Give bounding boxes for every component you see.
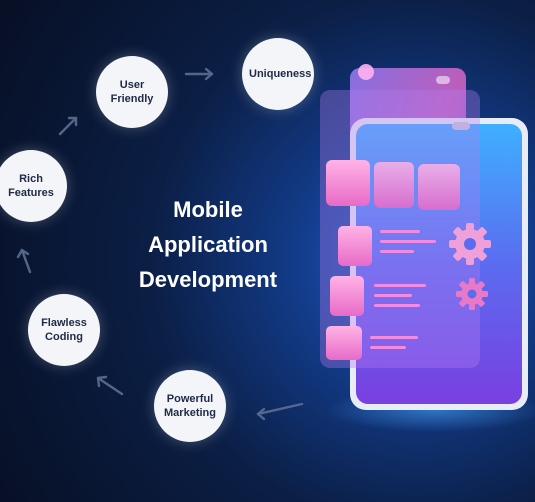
tile-4 xyxy=(338,226,372,266)
feature-circle-rich-features: Rich Features xyxy=(0,150,67,222)
gear-icon xyxy=(456,278,488,310)
feature-label: User Friendly xyxy=(110,79,154,105)
feature-circle-powerful-marketing: Powerful Marketing xyxy=(154,370,226,442)
camera-notch xyxy=(452,122,470,130)
feature-label: Powerful Marketing xyxy=(164,393,216,419)
tile-2 xyxy=(374,162,414,208)
feature-circle-uniqueness: Uniqueness xyxy=(242,38,314,110)
arrow-icon xyxy=(58,116,78,136)
gear-icon xyxy=(449,223,491,265)
feature-circle-flawless-coding: Flawless Coding xyxy=(28,294,100,366)
text-lines xyxy=(370,230,436,349)
feature-circle-user-friendly: User Friendly xyxy=(96,56,168,128)
feature-label: Uniqueness xyxy=(249,68,312,80)
tile-5 xyxy=(330,276,364,316)
tile-3 xyxy=(418,164,460,210)
tile-1 xyxy=(326,160,370,206)
feature-label: Flawless Coding xyxy=(41,317,87,343)
center-title: Mobile Application Development xyxy=(138,197,278,292)
feature-label: Rich Features xyxy=(8,173,54,199)
front-layer xyxy=(320,90,480,368)
arrow-icon xyxy=(96,375,124,396)
arrow-icon xyxy=(184,67,214,81)
tile-6 xyxy=(326,326,362,360)
arrow-icon xyxy=(256,402,304,421)
arrow-icon xyxy=(16,248,32,274)
